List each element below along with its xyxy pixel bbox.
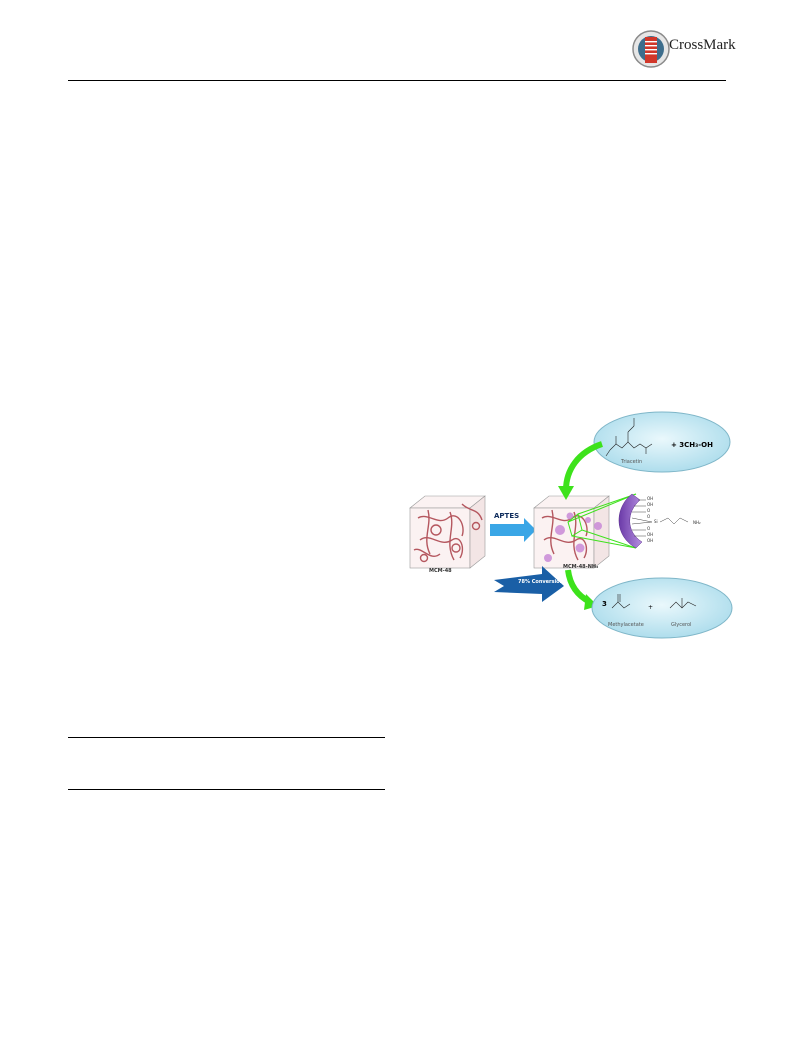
- glycerol-structure: [669, 598, 697, 609]
- amine-label: NH₂: [693, 520, 701, 525]
- conversion-arrow: [494, 566, 564, 602]
- mcm48-nh2-label: MCM-48-NH₂: [563, 564, 599, 570]
- footnote-divider-top: [68, 737, 385, 738]
- conversion-label: 78% Conversion: [518, 579, 564, 585]
- product-bubble: [591, 577, 733, 639]
- crossmark-label: CrossMark: [669, 37, 736, 53]
- footnote-divider-bottom: [68, 789, 385, 790]
- surface-group: OH: [647, 538, 654, 543]
- mcm48-cube: [409, 495, 486, 569]
- surface-group: OH: [647, 502, 654, 507]
- aptes-arrow: [490, 518, 536, 542]
- reactant-bubble: [593, 411, 731, 473]
- silica-surface: [618, 493, 643, 549]
- triacetin-structure: [605, 418, 653, 457]
- product-plus: +: [648, 604, 654, 611]
- methylacetate-structure: [611, 594, 631, 609]
- graphical-abstract-artwork: [409, 411, 733, 639]
- surface-group: OH: [647, 496, 654, 501]
- surface-group: OH: [647, 532, 654, 537]
- zoom-lines: [567, 493, 637, 549]
- glycerol-label: Glycerol: [671, 622, 692, 628]
- triacetin-label: Triacetin: [621, 459, 643, 465]
- methanol-label: + 3CH₃-OH: [671, 441, 713, 449]
- surface-group: O: [647, 508, 651, 513]
- crossmark-ribbon-icon: [632, 30, 670, 68]
- crossmark-badge[interactable]: CrossMark: [632, 27, 736, 71]
- product-coefficient: 3: [602, 600, 607, 608]
- silicon-label: Si: [654, 519, 658, 524]
- surface-group: O: [647, 526, 651, 531]
- surface-group: O: [647, 514, 651, 519]
- header-divider: [68, 80, 726, 81]
- mcm48-nh2-cube: [533, 495, 610, 569]
- green-arrow-in: [563, 441, 604, 491]
- surface-bonds: [631, 499, 689, 537]
- mcm48-label: MCM-48: [429, 568, 452, 574]
- graphical-abstract: MCM-48 APTES MCM-48-NH₂ 78% Conversion T…: [400, 408, 735, 648]
- methylacetate-label: Methylacetate: [608, 622, 644, 628]
- aptes-label: APTES: [494, 512, 520, 520]
